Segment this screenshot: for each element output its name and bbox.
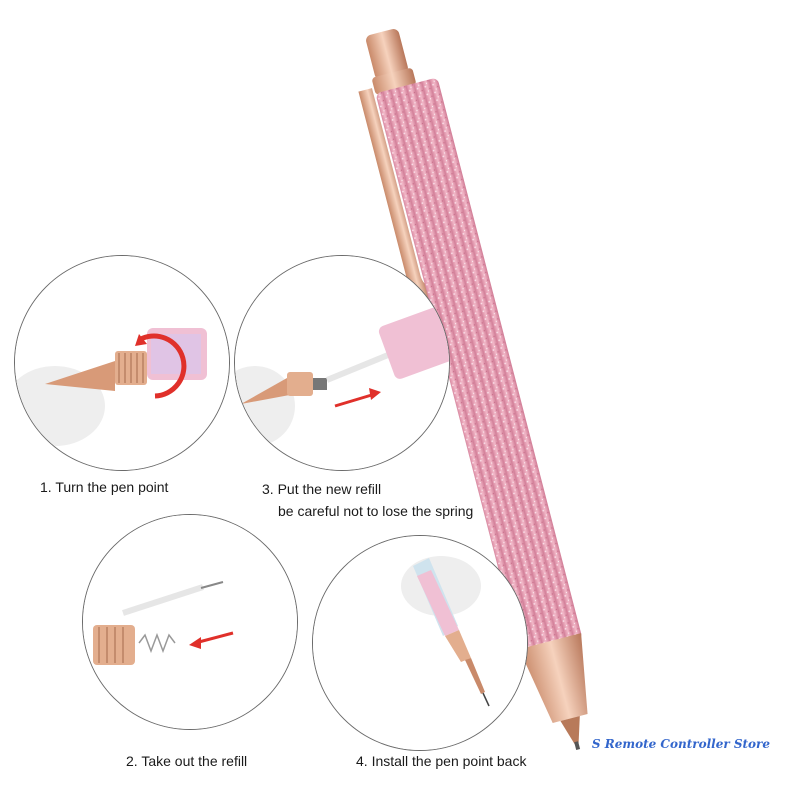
step-3-illustration bbox=[234, 255, 450, 471]
step-1-number: 1. bbox=[40, 479, 52, 495]
step-2-text: Take out the refill bbox=[141, 753, 248, 769]
step-2-number: 2. bbox=[126, 753, 138, 769]
step-2-illustration bbox=[82, 514, 298, 730]
step-3-text: Put the new refill bbox=[277, 481, 382, 497]
step-4-number: 4. bbox=[356, 753, 368, 769]
step-1-text: Turn the pen point bbox=[55, 479, 169, 495]
step-4-caption: 4. Install the pen point back bbox=[356, 750, 526, 772]
step-3-number: 3. bbox=[262, 481, 274, 497]
store-watermark: S Remote Controller Store bbox=[591, 737, 770, 751]
step-3-subtext: be careful not to lose the spring bbox=[278, 503, 474, 519]
step-4-text: Install the pen point back bbox=[371, 753, 527, 769]
step-1-illustration bbox=[14, 255, 230, 471]
step-3-caption: 3. Put the new refill be careful not to … bbox=[262, 478, 473, 522]
step-4-illustration bbox=[312, 535, 528, 751]
step-2-caption: 2. Take out the refill bbox=[126, 750, 247, 772]
step-1-caption: 1. Turn the pen point bbox=[40, 476, 168, 498]
